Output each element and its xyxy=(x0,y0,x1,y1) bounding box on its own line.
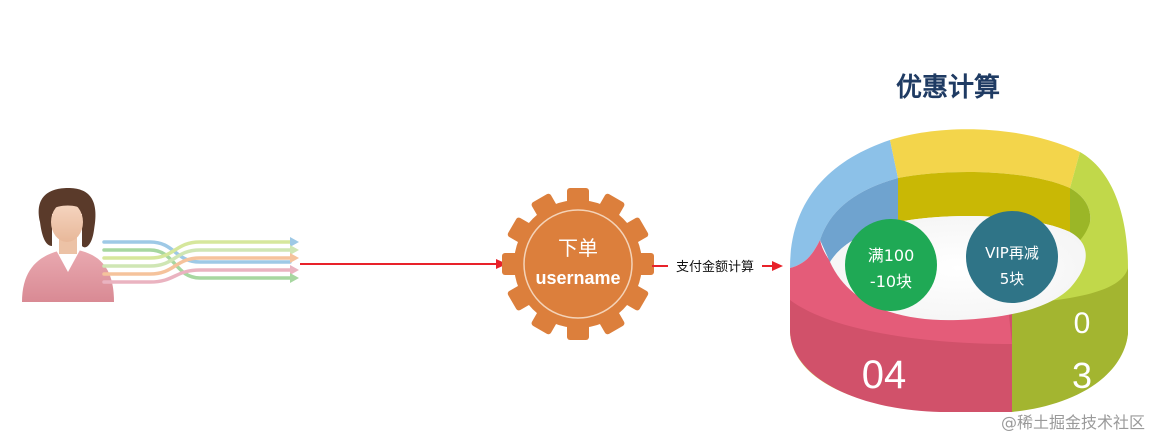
gear-label-line2: username xyxy=(535,268,620,288)
connector-gear-to-ring xyxy=(652,261,783,271)
connector-user-to-gear xyxy=(300,259,507,269)
badge-full-reduction-line2: -10块 xyxy=(870,272,912,291)
connector-label: 支付金额计算 xyxy=(676,259,754,275)
badge-full-reduction-line1: 满100 xyxy=(868,246,915,265)
segment-label-04: 04 xyxy=(862,353,907,397)
ring-title: 优惠计算 xyxy=(896,72,1000,103)
badge-full-reduction: 满100 -10块 xyxy=(845,219,937,311)
segment-label-0: 0 xyxy=(1074,307,1091,340)
badge-vip: VIP再减 5块 xyxy=(966,211,1058,303)
gear-icon xyxy=(502,188,654,340)
watermark: @稀土掘金技术社区 xyxy=(1000,413,1145,432)
user-avatar-icon xyxy=(22,188,114,302)
badge-vip-line1: VIP再减 xyxy=(985,244,1039,262)
badge-vip-line2: 5块 xyxy=(1000,270,1025,288)
flow-arrows xyxy=(102,237,299,284)
gear-label-line1: 下单 xyxy=(558,236,598,260)
segment-label-03: 3 xyxy=(1072,355,1092,396)
